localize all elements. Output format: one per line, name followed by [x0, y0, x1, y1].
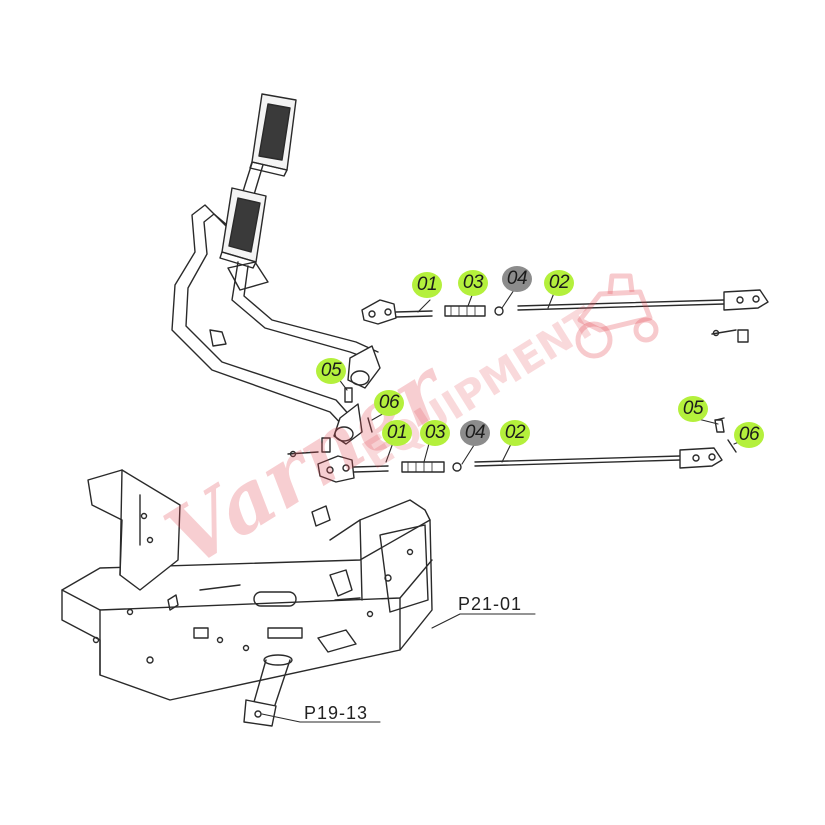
callout-upper-02[interactable]: 02: [544, 270, 574, 296]
chassis-frame: [61, 469, 433, 701]
callout-right-06[interactable]: 06: [734, 422, 764, 448]
pedal-assembly: [171, 93, 381, 445]
ref-label-frame[interactable]: P21-01: [458, 594, 523, 614]
callout-upper-01[interactable]: 01: [412, 272, 442, 298]
lower-rod-assembly: [287, 419, 737, 483]
callout-right-05[interactable]: 05: [678, 396, 708, 422]
ref-label-pivot[interactable]: P19-13: [304, 703, 369, 723]
upper-pedal-pad: [249, 93, 297, 177]
callout-lower-01[interactable]: 01: [382, 420, 412, 446]
upper-rod-assembly: [361, 289, 769, 343]
callout-upper-03[interactable]: 03: [458, 270, 488, 296]
pivot-shaft: [243, 654, 293, 727]
callout-lower-04[interactable]: 04: [460, 420, 490, 446]
tractor-icon: [575, 273, 659, 359]
callout-lower-02[interactable]: 02: [500, 420, 530, 446]
callout-lower-03[interactable]: 03: [420, 420, 450, 446]
callout-left-06[interactable]: 06: [374, 390, 404, 416]
pin-parts: [344, 387, 725, 433]
callout-left-05[interactable]: 05: [316, 358, 346, 384]
callout-upper-04[interactable]: 04: [502, 266, 532, 292]
lower-pedal-pad: [219, 187, 267, 269]
